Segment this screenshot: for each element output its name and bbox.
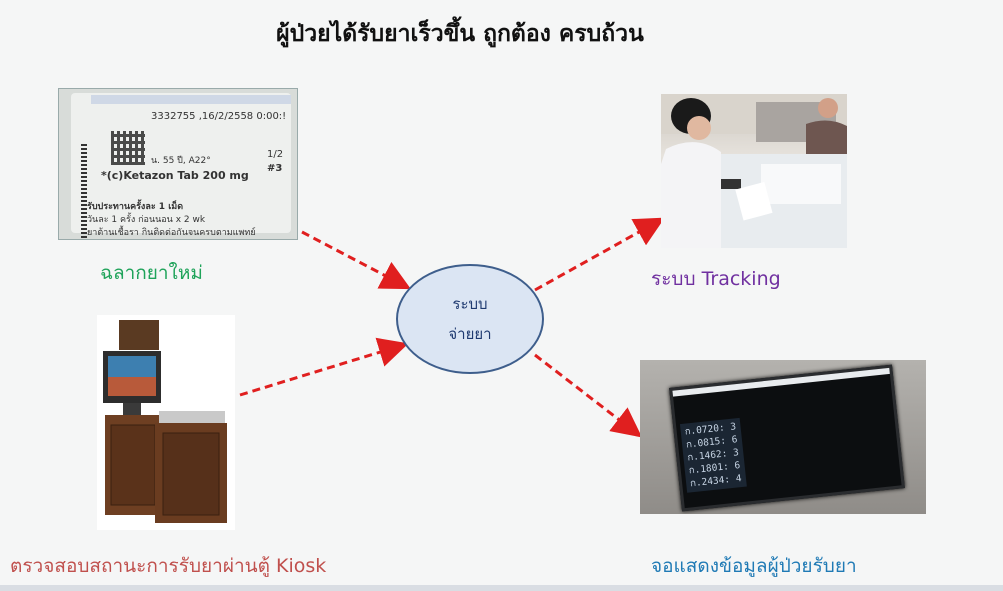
kiosk-caption: ตรวจสอบสถานะการรับยาผ่านตู้ Kiosk [10,555,327,577]
label-line-number: #3 [267,163,283,174]
label-line-patient: น. 55 ปี, A22° [151,156,211,166]
arrow-hub-to-display [534,353,643,438]
label-line-dose: รับประทานครั้งละ 1 เม็ด [87,202,184,212]
display-caption: จอแสดงข้อมูลผู้ป่วยรับยา [651,555,857,577]
arrow-label-to-hub [301,230,411,290]
qr-code-icon [111,131,145,165]
display-board-photo: ก.0720: 3 ก.0815: 6 ก.1462: 3 ก.1801: 6 … [640,360,926,514]
label-line-usage: ยาต้านเชื้อรา กินติดต่อกันจนครบตามแพทย์ [87,228,256,238]
hub-line-2: จ่ายยา [448,325,492,343]
queue-screen: ก.0720: 3 ก.0815: 6 ก.1462: 3 ก.1801: 6 … [669,364,905,512]
arrow-kiosk-to-hub [239,337,409,397]
label-line-drug: *(c)Ketazon Tab 200 mg [101,169,249,182]
arrow-hub-to-tracking [534,217,665,292]
tracking-caption: ระบบ Tracking [651,268,781,290]
pharmacist-scanning-icon [661,94,847,248]
label-line-page: 1/2 [267,149,284,160]
kiosk-icon [103,320,227,523]
label-caption: ฉลากยาใหม่ [100,262,203,284]
label-line-frequency: วันละ 1 ครั้ง ก่อนนอน x 2 wk [87,215,206,225]
page-title: ผู้ป่วยได้รับยาเร็วขึ้น ถูกต้อง ครบถ้วน [276,21,644,47]
dispensing-system-node: ระบบ จ่ายยา [396,264,544,374]
label-line-id: 3332755 ,16/2/2558 0:00:! [151,111,287,122]
medicine-label-photo: 3332755 ,16/2/2558 0:00:! น. 55 ปี, A22°… [58,88,298,240]
queue-rows: ก.0720: 3 ก.0815: 6 ก.1462: 3 ก.1801: 6 … [679,417,747,493]
hub-line-1: ระบบ [452,295,488,313]
kiosk-photo [97,315,235,530]
bottom-divider [0,585,1003,591]
tracking-photo [661,94,847,248]
